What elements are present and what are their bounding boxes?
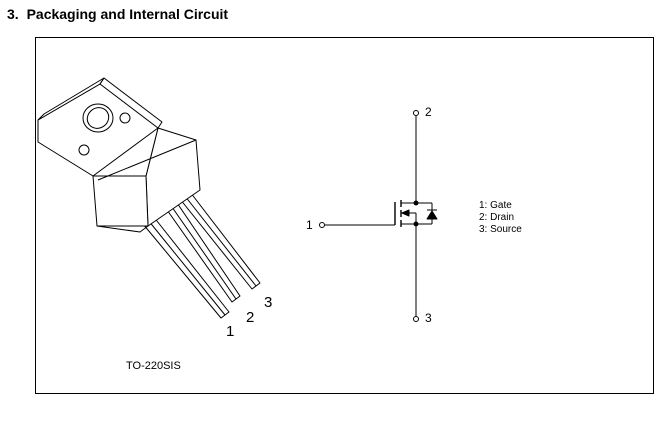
diagram-frame: [35, 37, 654, 394]
terminal-3-label: 3: [425, 311, 432, 325]
section-number: 3.: [7, 6, 19, 22]
body-diode: [426, 210, 438, 220]
mosfet-symbol: [319, 110, 438, 322]
legend-drain: 2: Drain: [479, 212, 515, 223]
legend-source: 3: Source: [479, 224, 522, 235]
section-heading: 3. Packaging and Internal Circuit: [7, 6, 228, 22]
tab-mark-left: [78, 144, 90, 156]
package-pin-1: 1: [226, 323, 235, 340]
terminal-1-label: 1: [306, 218, 313, 232]
tab-mark-right: [119, 112, 131, 124]
terminal-2-pad: [413, 110, 419, 116]
package-name: TO-220SIS: [126, 360, 181, 372]
package-drawing: [37, 77, 261, 319]
package-pin-3: 3: [264, 294, 273, 311]
package-pin-2: 2: [246, 309, 255, 326]
terminal-2-label: 2: [425, 105, 432, 119]
package-front-face: [92, 175, 149, 227]
terminal-1-pad: [319, 222, 325, 228]
section-title: Packaging and Internal Circuit: [26, 6, 229, 22]
terminal-3-pad: [413, 316, 419, 322]
package-tab-edge: [99, 77, 163, 129]
legend-gate: 1: Gate: [479, 200, 512, 211]
